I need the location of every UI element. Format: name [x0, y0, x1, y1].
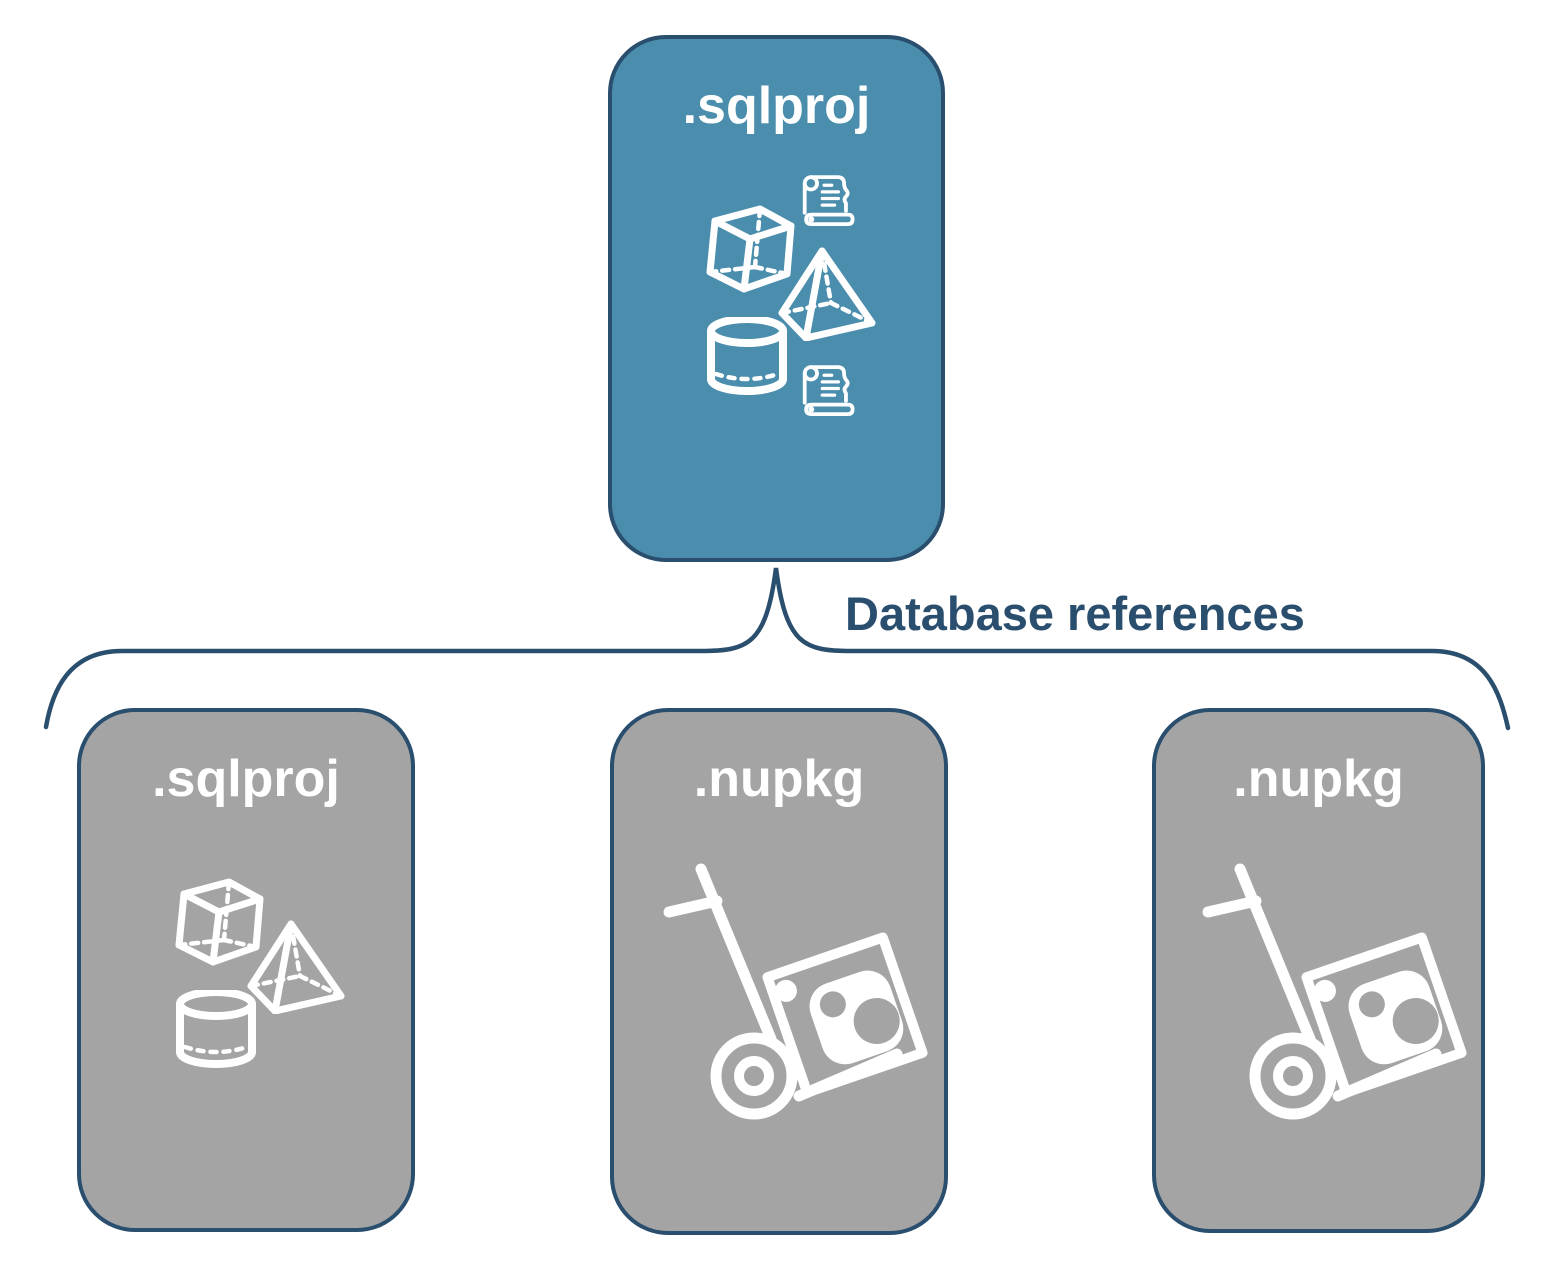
package-dolly-icon	[1198, 849, 1468, 1129]
child-node-title: .sqlproj	[152, 750, 340, 808]
sql-script-scroll-icon	[798, 361, 856, 416]
database-cylinder-icon	[171, 990, 261, 1070]
database-cylinder-icon	[702, 317, 792, 397]
package-dolly-icon	[659, 849, 929, 1129]
root-node-sqlproj: .sqlproj	[608, 35, 945, 562]
child-node-nupkg-2: .nupkg	[1152, 708, 1485, 1233]
connector-label: Database references	[845, 587, 1305, 640]
child-node-title: .nupkg	[693, 750, 865, 808]
child-node-sqlproj: .sqlproj	[77, 708, 415, 1232]
root-node-title: .sqlproj	[682, 77, 871, 135]
child-node-nupkg-1: .nupkg	[610, 708, 948, 1235]
child-node-title: .nupkg	[1233, 750, 1404, 808]
